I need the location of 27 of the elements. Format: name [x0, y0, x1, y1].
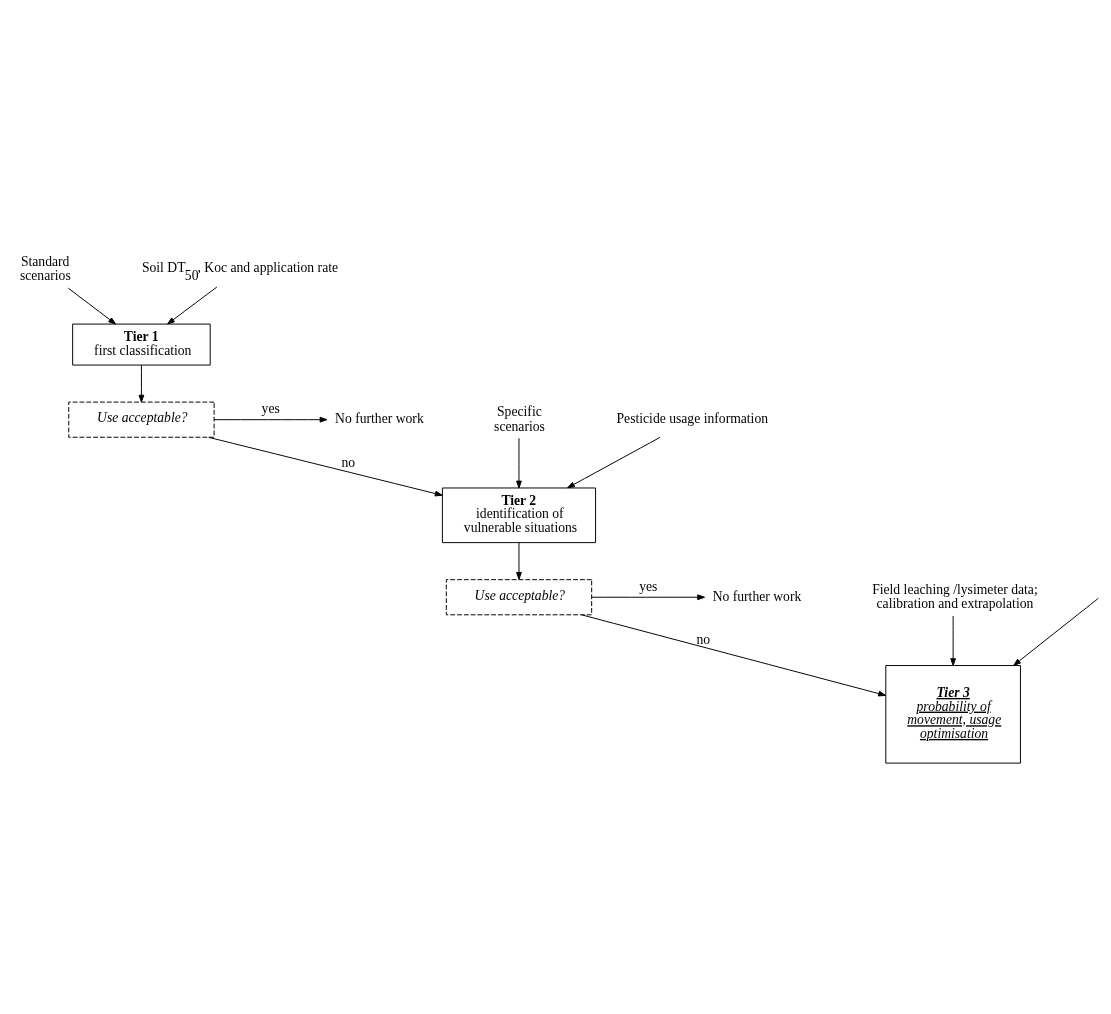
arrow	[167, 286, 218, 325]
node-text: Pesticide usage information	[616, 411, 769, 427]
edge-label: yes	[261, 401, 280, 417]
arrow	[213, 416, 328, 423]
arrow	[138, 364, 145, 403]
arrow	[950, 615, 956, 666]
arrow	[67, 287, 117, 325]
node-box: Tier 1 first classification	[72, 323, 211, 366]
edge-label: no	[341, 454, 356, 470]
node-text: No further work	[712, 588, 802, 604]
arrow	[567, 436, 661, 489]
node-box: Use acceptable?	[445, 579, 593, 616]
arrow	[516, 542, 522, 580]
arrow	[516, 437, 522, 489]
arrow	[581, 614, 886, 697]
node-text: Field leaching /lysimeter data; calibration and extrapolation	[872, 581, 1038, 612]
node-box: Tier 3 probability of movement, usage optimisation	[885, 665, 1021, 764]
node-text: No further work	[335, 411, 424, 427]
arrow	[208, 436, 443, 497]
node-box: Use acceptable?	[68, 401, 215, 438]
node-text: Standard scenarios	[19, 253, 71, 284]
arrow	[1013, 597, 1099, 666]
node-box: Tier 2 identification of vulnerable situations	[441, 487, 597, 544]
edge-label: yes	[639, 578, 658, 594]
arrow	[591, 594, 705, 601]
node-text: Specific scenarios	[494, 403, 545, 434]
edge-label: no	[696, 632, 711, 648]
